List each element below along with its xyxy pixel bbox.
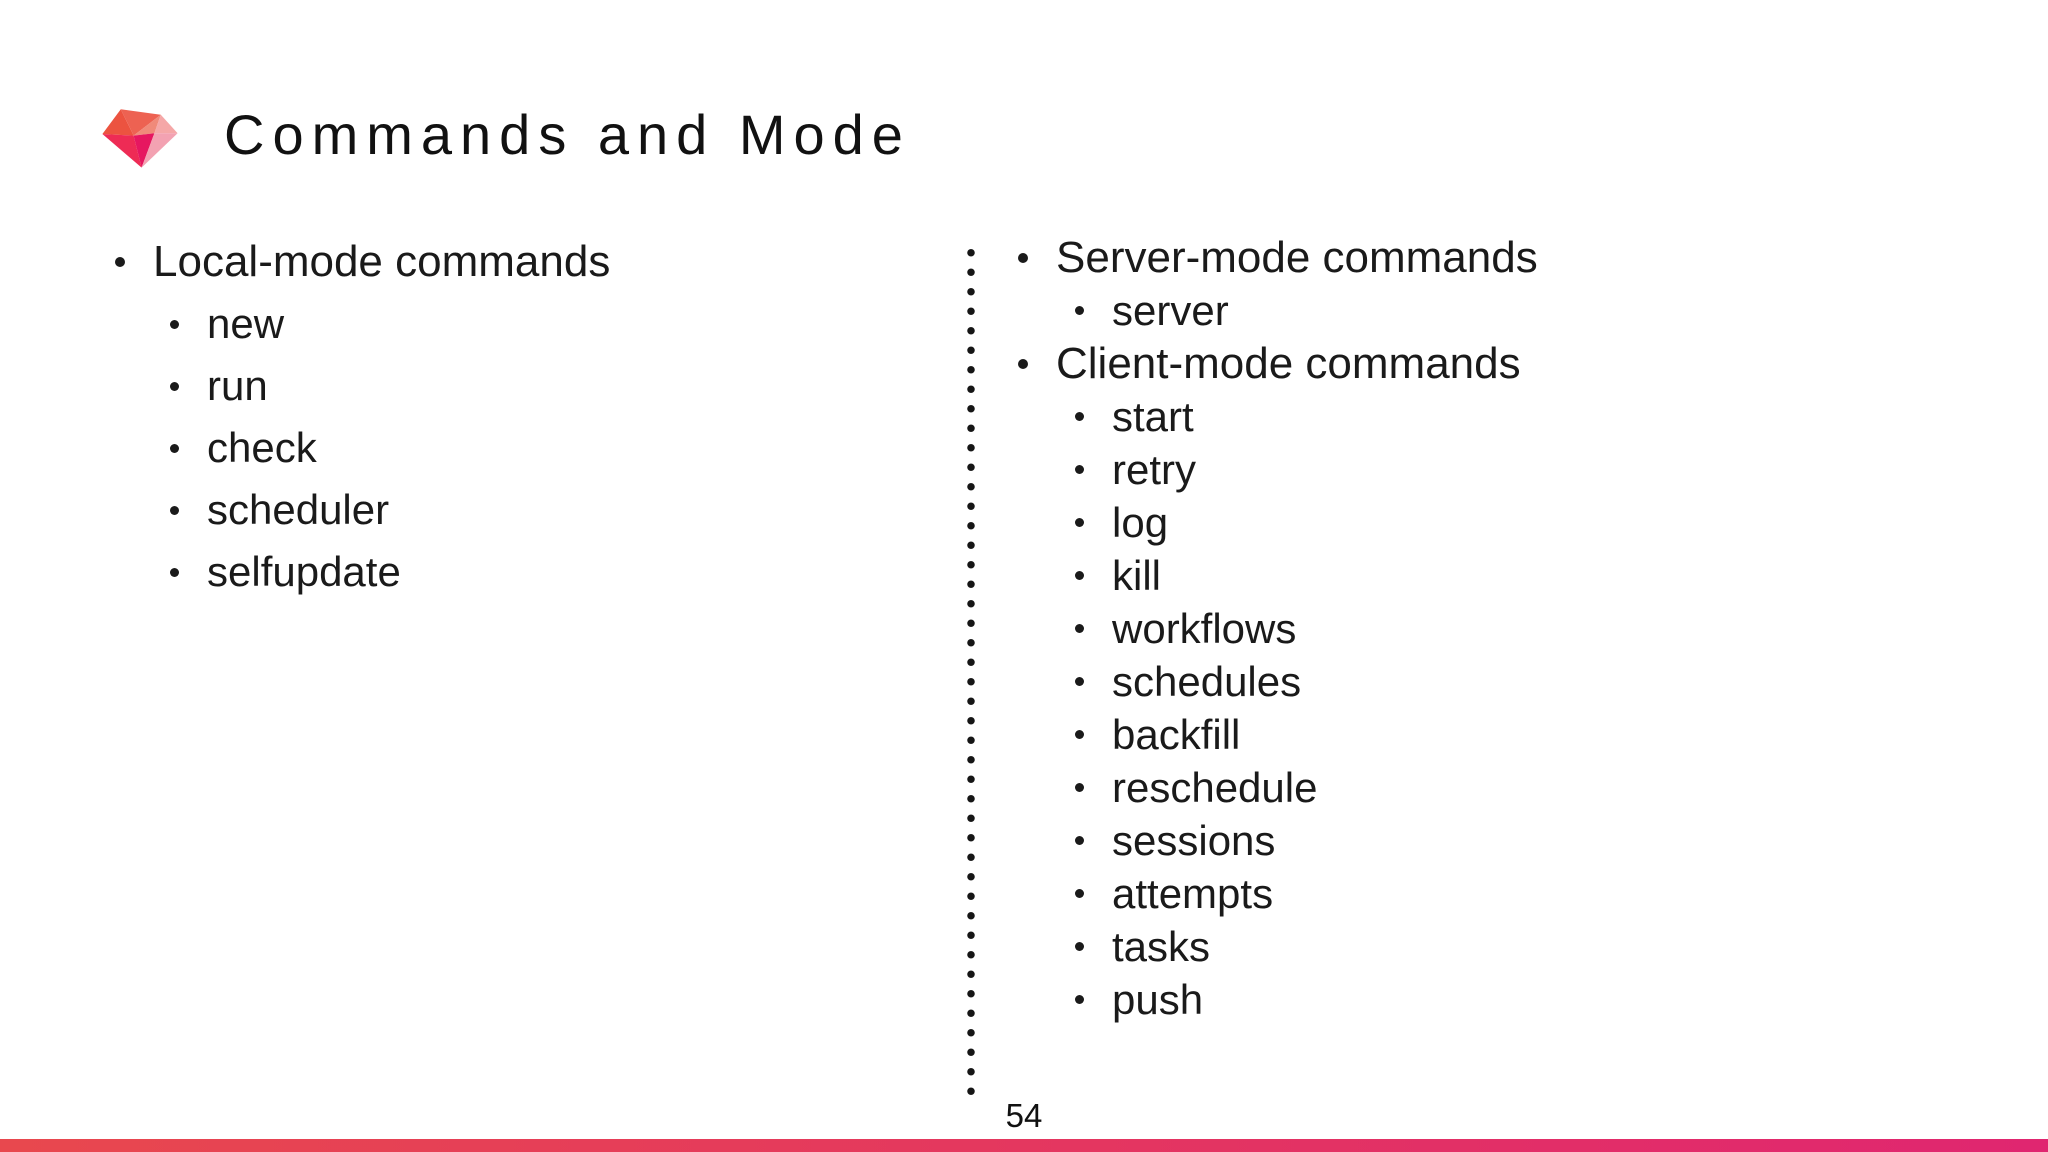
bullet-icon xyxy=(1075,730,1084,739)
column-divider xyxy=(966,243,976,1101)
list-item: selfupdate xyxy=(115,541,610,603)
list-item: reschedule xyxy=(1018,761,1538,814)
list-group-header: Server-mode commands xyxy=(1018,231,1538,284)
bullet-icon xyxy=(1075,836,1084,845)
left-column: Local-mode commands new run check scheduler s… xyxy=(115,231,610,603)
list-item: retry xyxy=(1018,443,1538,496)
bullet-icon xyxy=(1075,677,1084,686)
list-item: scheduler xyxy=(115,479,610,541)
bullet-icon xyxy=(1075,412,1084,421)
list-item-label: scheduler xyxy=(207,486,390,533)
list-item: sessions xyxy=(1018,814,1538,867)
bullet-icon xyxy=(170,319,179,329)
list-group-label: Client-mode commands xyxy=(1056,338,1521,388)
page-number: 54 xyxy=(1005,1097,1043,1134)
list-item-label: run xyxy=(207,362,268,409)
bullet-icon xyxy=(1018,252,1028,263)
bullet-icon xyxy=(1075,624,1084,633)
list-item: log xyxy=(1018,496,1538,549)
bullet-icon xyxy=(1075,995,1084,1004)
list-item: schedules xyxy=(1018,655,1538,708)
list-item: server xyxy=(1018,284,1538,337)
bullet-icon xyxy=(170,505,179,515)
gem-logo-icon xyxy=(102,109,178,168)
slide-title: Commands and Mode xyxy=(224,102,911,166)
list-item: check xyxy=(115,417,610,479)
list-item-label: selfupdate xyxy=(207,548,401,595)
list-group-header: Local-mode commands xyxy=(115,231,610,293)
list-item-label: tasks xyxy=(1112,922,1211,970)
list-item-label: check xyxy=(207,424,317,471)
bullet-icon xyxy=(1075,889,1084,898)
bullet-icon xyxy=(1075,306,1084,315)
list-item: new xyxy=(115,293,610,355)
list-item: run xyxy=(115,355,610,417)
list-item-label: schedules xyxy=(1112,657,1302,705)
list-item-label: retry xyxy=(1112,445,1196,493)
bullet-icon xyxy=(170,381,179,391)
list-item-label: log xyxy=(1112,498,1169,546)
list-item: start xyxy=(1018,390,1538,443)
list-group-header: Client-mode commands xyxy=(1018,337,1538,390)
list-item-label: reschedule xyxy=(1112,763,1318,811)
list-item-label: push xyxy=(1112,975,1204,1023)
list-item: workflows xyxy=(1018,602,1538,655)
bullet-icon xyxy=(1075,465,1084,474)
list-item-label: sessions xyxy=(1112,816,1276,864)
list-item-label: kill xyxy=(1112,551,1161,599)
list-item-label: start xyxy=(1112,392,1194,440)
list-item-label: backfill xyxy=(1112,710,1241,758)
bullet-icon xyxy=(170,567,179,577)
title-row: Commands and Mode xyxy=(100,98,911,170)
list-item-label: new xyxy=(207,300,285,347)
list-item: kill xyxy=(1018,549,1538,602)
list-item-label: server xyxy=(1112,286,1229,334)
list-item: tasks xyxy=(1018,920,1538,973)
list-item-label: workflows xyxy=(1112,604,1297,652)
bullet-icon xyxy=(1018,358,1028,369)
list-item: push xyxy=(1018,973,1538,1026)
list-group-label: Server-mode commands xyxy=(1056,232,1538,282)
bullet-icon xyxy=(1075,571,1084,580)
bullet-icon xyxy=(1075,942,1084,951)
list-item: attempts xyxy=(1018,867,1538,920)
list-group-label: Local-mode commands xyxy=(153,237,611,286)
list-item: backfill xyxy=(1018,708,1538,761)
bullet-icon xyxy=(1075,783,1084,792)
bullet-icon xyxy=(115,257,125,267)
bottom-accent-bar xyxy=(0,1139,2048,1152)
list-item-label: attempts xyxy=(1112,869,1274,917)
bullet-icon xyxy=(170,443,179,453)
bullet-icon xyxy=(1075,518,1084,527)
